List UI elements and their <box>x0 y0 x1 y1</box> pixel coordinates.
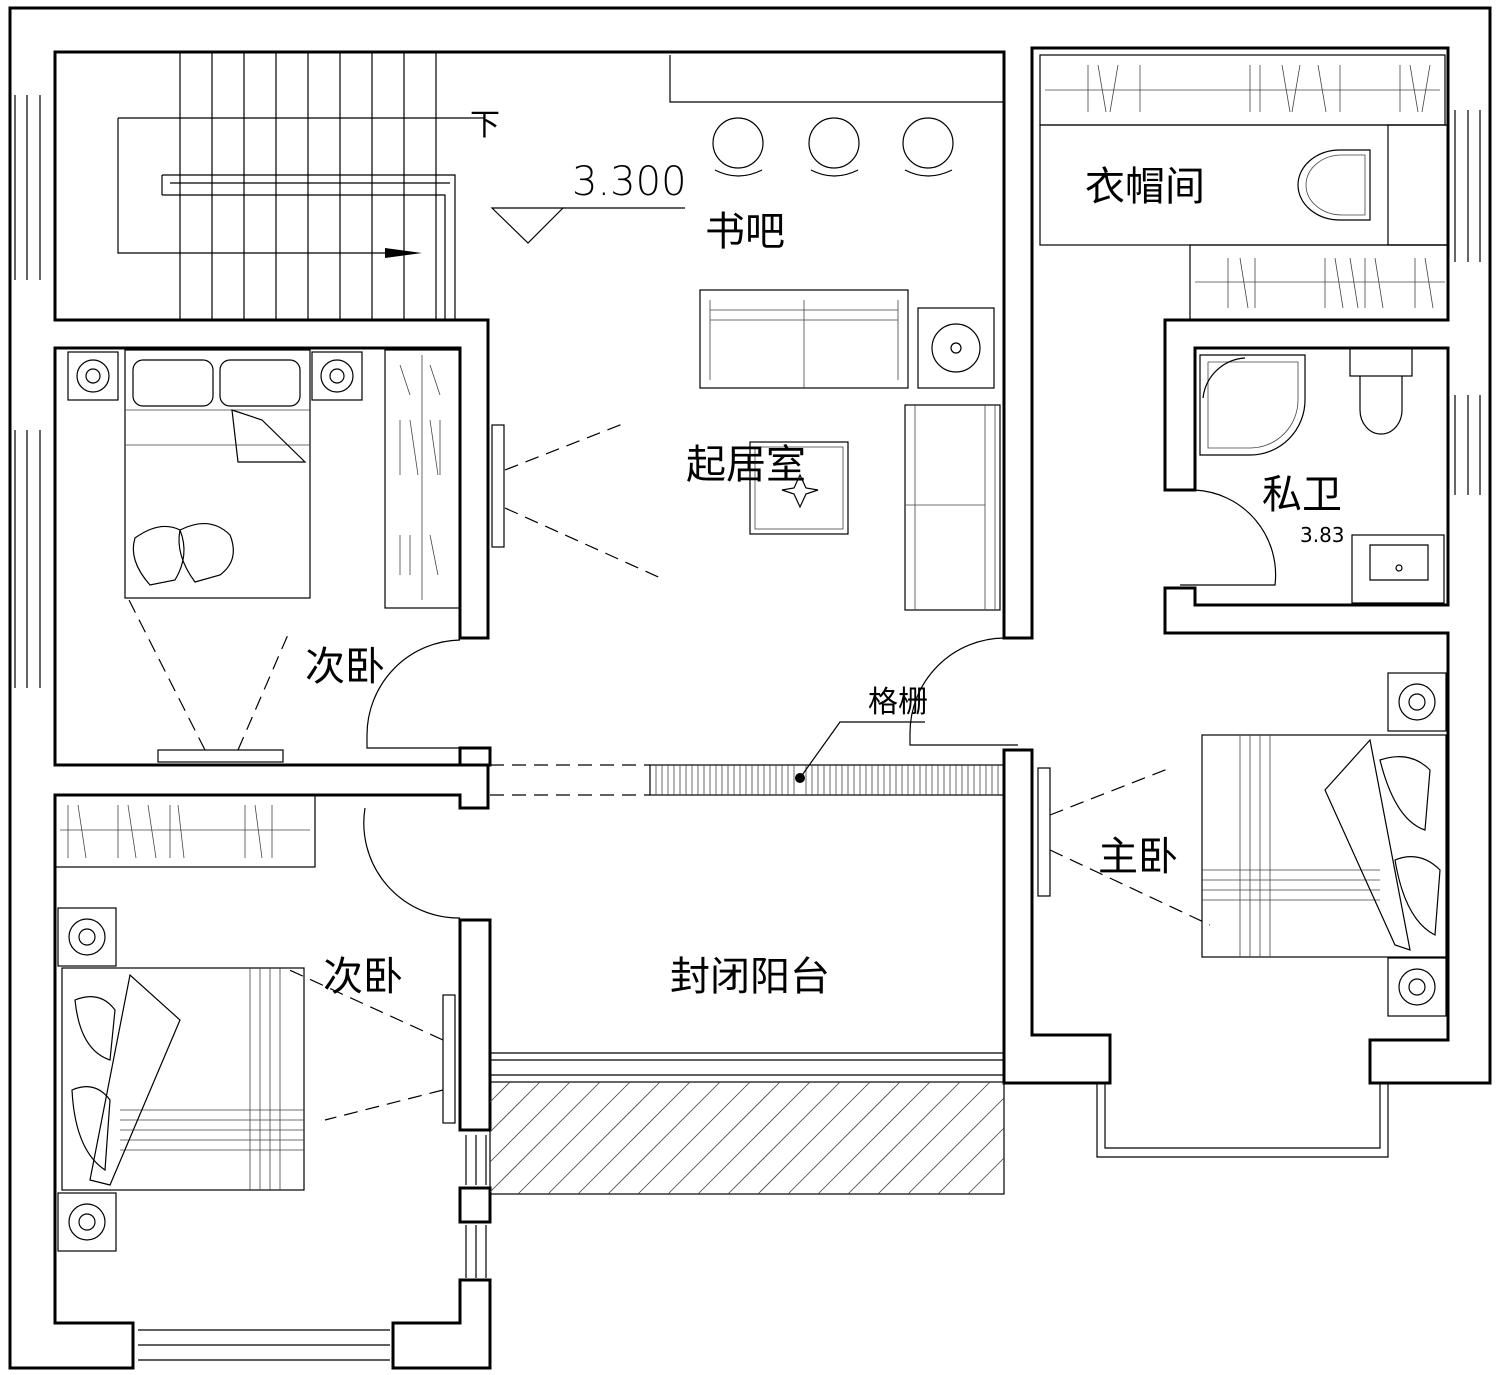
master-bedroom: 主卧 <box>1037 672 1447 1017</box>
arrow-icon <box>385 248 422 258</box>
bottom-secondary-bedroom: 次卧 <box>54 794 461 1252</box>
ottoman <box>1297 149 1371 221</box>
hatched-area <box>489 1081 1005 1195</box>
bed <box>61 967 305 1191</box>
bed <box>124 349 311 599</box>
cloakroom: 衣帽间 <box>1039 54 1449 321</box>
stair-down-label: 下 <box>470 108 500 143</box>
sink-icon <box>1351 534 1445 604</box>
coffee-table <box>749 441 849 535</box>
wall-stub <box>458 746 492 767</box>
private-bathroom: 私卫 3.83 <box>1180 347 1445 604</box>
wall-bottom-right-of-window <box>391 1278 492 1370</box>
staircase: 下 <box>117 52 500 320</box>
sofa-side <box>904 404 1001 611</box>
top-secondary-bedroom: 次卧 <box>67 349 461 763</box>
living-room-label: 起居室 <box>686 442 806 488</box>
bathroom-value: 3.83 <box>1300 523 1345 547</box>
wardrobe <box>54 794 316 868</box>
corridor: 格栅 <box>490 637 1018 796</box>
grille <box>649 764 1005 796</box>
study-bar: 3.300 书吧 <box>490 55 1004 255</box>
tv-icon <box>157 749 284 763</box>
wall-balcony-west <box>458 918 492 1132</box>
shower <box>1199 354 1306 456</box>
outer-wall <box>8 6 1492 1370</box>
tv-icon <box>442 994 456 1124</box>
side-table <box>917 307 995 389</box>
master-bedroom-label: 主卧 <box>1098 834 1178 880</box>
grille-label: 格栅 <box>868 685 928 720</box>
wall-pier <box>458 1186 492 1224</box>
elevation-label: 3.300 <box>572 159 687 205</box>
bed <box>1201 734 1447 958</box>
windows <box>14 95 1481 1361</box>
wardrobe <box>384 349 461 609</box>
bathroom-label: 私卫 <box>1262 472 1342 518</box>
flower-icon <box>781 473 819 509</box>
toilet-icon <box>1349 347 1413 377</box>
living-room-furniture: 起居室 <box>491 289 1001 611</box>
balcony-label: 封闭阳台 <box>670 954 830 1000</box>
study-bar-label: 书吧 <box>705 209 785 255</box>
cloakroom-label: 衣帽间 <box>1085 164 1205 210</box>
wall-master-west <box>1002 748 1112 1085</box>
bottom-bedroom-label: 次卧 <box>323 954 403 1000</box>
tv-icon <box>1037 767 1051 897</box>
wardrobe <box>1189 244 1449 321</box>
top-bedroom-label: 次卧 <box>305 644 385 690</box>
tv-icon <box>491 424 505 548</box>
closed-balcony: 封闭阳台 <box>489 954 1005 1195</box>
